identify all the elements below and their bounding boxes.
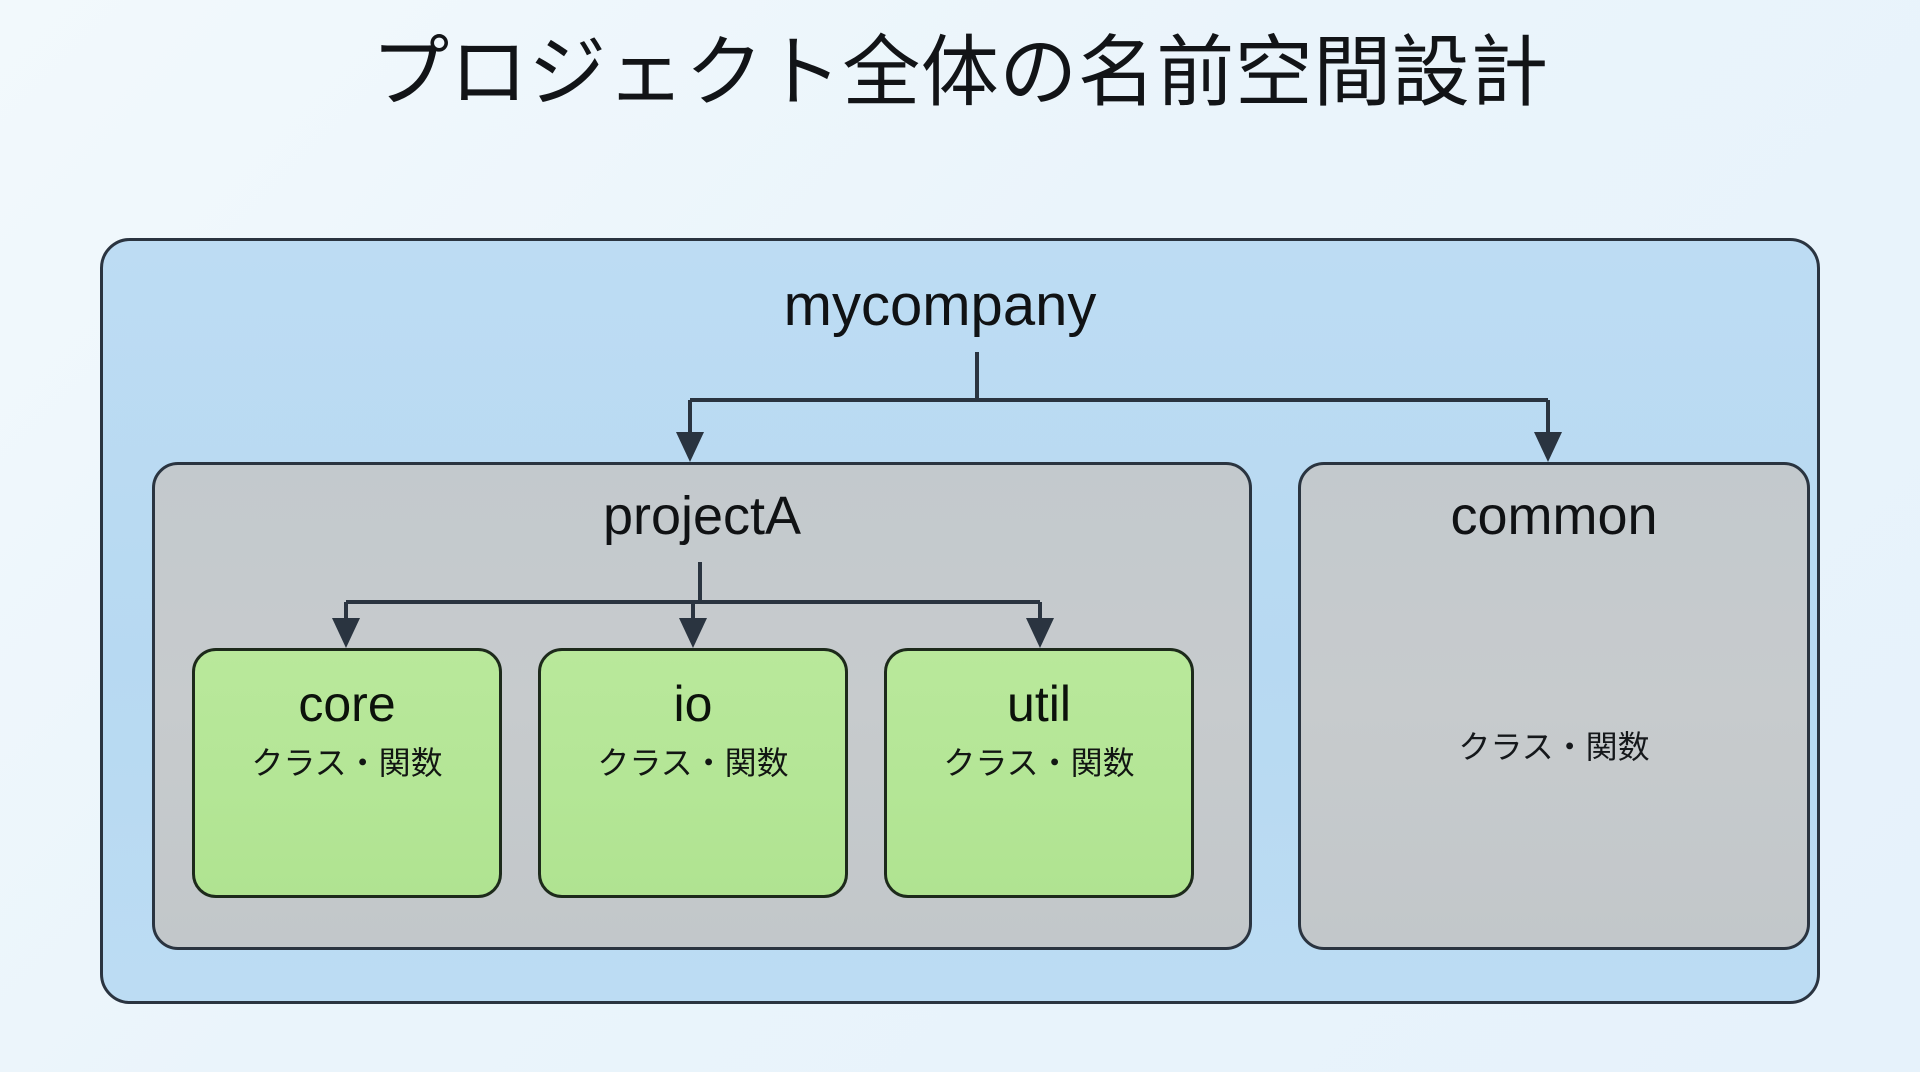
node-label-util: util bbox=[1007, 676, 1071, 732]
page-title: プロジェクト全体の名前空間設計 bbox=[371, 28, 1549, 116]
node-box-core: core クラス・関数 bbox=[192, 648, 502, 898]
node-sublabel-core: クラス・関数 bbox=[251, 745, 443, 781]
node-box-io: io クラス・関数 bbox=[538, 648, 848, 898]
node-label-common: common bbox=[1450, 486, 1658, 546]
node-sublabel-util: クラス・関数 bbox=[943, 745, 1135, 781]
node-label-mycompany: mycompany bbox=[783, 273, 1097, 338]
node-label-core: core bbox=[298, 676, 396, 732]
node-label-projecta: projectA bbox=[602, 486, 802, 546]
group-box-common bbox=[1298, 462, 1810, 950]
node-box-util: util クラス・関数 bbox=[884, 648, 1194, 898]
node-sublabel-common: クラス・関数 bbox=[1458, 729, 1650, 765]
node-label-io: io bbox=[673, 676, 713, 732]
node-sublabel-io: クラス・関数 bbox=[597, 745, 789, 781]
